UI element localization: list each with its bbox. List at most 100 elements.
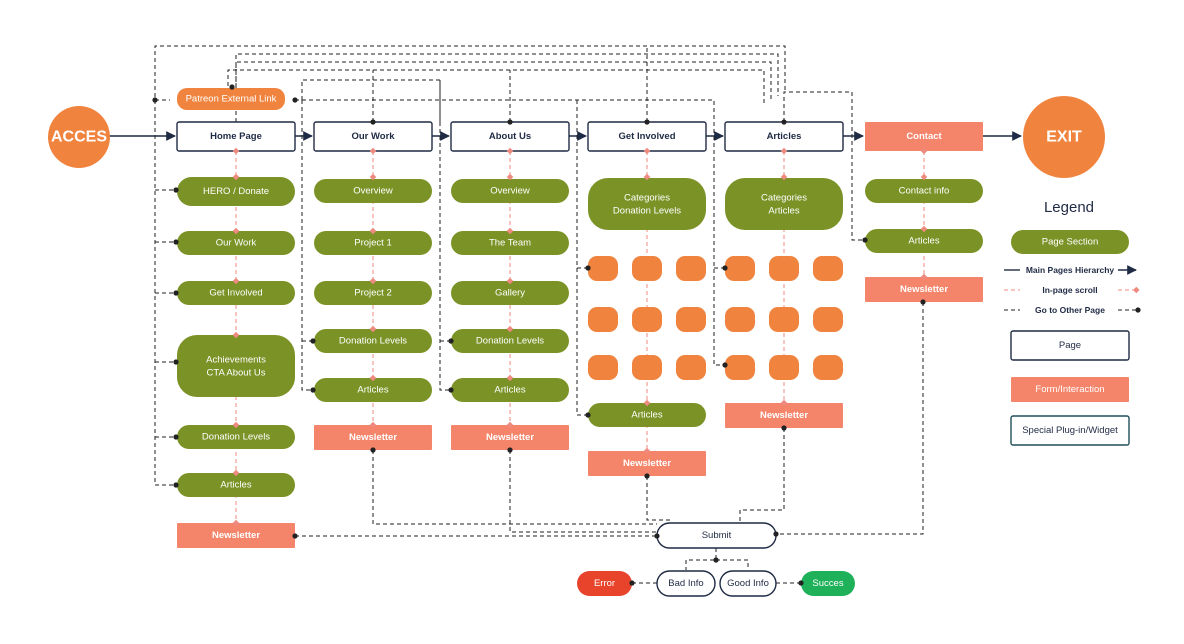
articles-news-to-submit [739, 428, 785, 522]
work-news-to-submit [372, 450, 657, 525]
scroll-diamond-x10 [369, 421, 377, 429]
articles-to-contact [783, 91, 865, 241]
contact-news-to-submit [775, 302, 924, 535]
legend-page-section: Page Section [1011, 230, 1129, 254]
contact-articles: Articles [865, 229, 983, 253]
link-dot-0 [229, 84, 235, 90]
link-dot-21 [722, 362, 728, 368]
scroll-diamond-x5 [232, 519, 240, 527]
articles-category-item-2-2 [813, 355, 843, 380]
articles-category-item-0-1 [769, 256, 799, 281]
articles-category-item-2-1 [769, 355, 799, 380]
contact-articles-label: Articles [908, 236, 939, 247]
page-articles-label: Articles [767, 131, 802, 142]
involved-news-to-submit [646, 476, 670, 521]
link-dot-23 [507, 447, 513, 453]
error-state-label: Error [594, 578, 615, 589]
work-newsletter-label: Newsletter [349, 432, 397, 443]
about-section-2-label: Gallery [495, 288, 525, 299]
error-state: Error [577, 571, 632, 596]
scroll-diamond-4-1 [780, 173, 788, 181]
home-section-4: Donation Levels [177, 425, 295, 449]
home-newsletter-label: Newsletter [212, 530, 260, 541]
involved-bracket [576, 100, 588, 416]
legend-main-hierarchy: Main Pages Hierarchy [1004, 265, 1137, 275]
about-section-3-label: Donation Levels [476, 336, 544, 347]
home-left-bracket [154, 100, 177, 486]
work-section-0: Overview [314, 179, 432, 203]
work-section-3-label: Donation Levels [339, 336, 407, 347]
about-newsletter: Newsletter [451, 425, 569, 450]
articles-category-item-1-1 [769, 307, 799, 332]
link-dot-18 [585, 265, 591, 271]
legend-main-hierarchy-label: Main Pages Hierarchy [1026, 265, 1115, 275]
link-dot-19 [585, 412, 591, 418]
scroll-diamond-x17 [643, 447, 651, 455]
articles-bracket [713, 122, 725, 366]
contact-newsletter-label: Newsletter [900, 284, 948, 295]
home-section-4-label: Donation Levels [202, 432, 270, 443]
articles-category-item-1-2 [813, 307, 843, 332]
loop-top-2 [235, 53, 779, 122]
work-section-1-label: Project 1 [354, 238, 392, 249]
page-home: Home Page [176, 121, 296, 152]
about-section-0: Overview [451, 179, 569, 203]
bad-info-widget: Bad Info [656, 570, 716, 597]
link-dot-2 [292, 97, 298, 103]
scroll-diamond-0-1 [232, 173, 240, 181]
patreon-external-link: Patreon External Link [177, 88, 285, 110]
link-dot-1 [152, 97, 158, 103]
work-bracket [301, 100, 314, 391]
articles-category-item-0-0 [725, 256, 755, 281]
articles-category-item-2-0 [725, 355, 755, 380]
page-about-us: About Us [450, 121, 570, 152]
legend-form: Form/Interaction [1011, 377, 1129, 402]
articles-newsletter-label: Newsletter [760, 410, 808, 421]
link-dot-31 [798, 580, 804, 586]
patreon-right [295, 99, 715, 122]
loop-top-3 [235, 61, 772, 100]
about-section-0-label: Overview [490, 186, 530, 197]
link-dot-15 [310, 387, 316, 393]
home-section-1-label: Our Work [216, 238, 257, 249]
legend-page: Page [1010, 330, 1130, 361]
link-dot-7 [173, 187, 179, 193]
about-section-1-label: The Team [489, 238, 531, 249]
loop-top-1 [154, 45, 786, 265]
scroll-diamond-x20 [920, 273, 928, 281]
scroll-diamond-x11 [506, 227, 514, 235]
submit-widget-label: Submit [702, 530, 732, 541]
legend-widget-label: Special Plug-in/Widget [1022, 425, 1118, 436]
link-dot-20 [722, 265, 728, 271]
work-section-4-label: Articles [357, 385, 388, 396]
home-section-2: Get Involved [177, 281, 295, 305]
involved-category-item-2-0 [588, 355, 618, 380]
bad-info-widget-label: Bad Info [668, 578, 703, 589]
work-section-2-label: Project 2 [354, 288, 392, 299]
link-dot-11 [173, 434, 179, 440]
link-dot-26 [920, 299, 926, 305]
scroll-diamond-x13 [506, 325, 514, 333]
involved-articles-label: Articles [631, 410, 662, 421]
articles-newsletter: Newsletter [725, 403, 843, 428]
involved-category-item-2-2 [676, 355, 706, 380]
about-section-4: Articles [451, 378, 569, 402]
scroll-diamond-x12 [506, 277, 514, 285]
scroll-diamond-2-0 [506, 147, 514, 155]
success-state: Succes [801, 571, 855, 596]
home-section-2-label: Get Involved [209, 288, 262, 299]
link-dot-25 [781, 425, 787, 431]
access-terminal: ACCES [48, 106, 110, 168]
patreon-external-link-label: Patreon External Link [186, 94, 277, 105]
contact-info-label: Contact info [899, 186, 950, 197]
involved-category-item-1-0 [588, 307, 618, 332]
scroll-diamond-1-1 [369, 173, 377, 181]
scroll-diamond-x6 [369, 227, 377, 235]
work-section-4: Articles [314, 378, 432, 402]
legend-other-page-label: Go to Other Page [1035, 305, 1105, 315]
about-section-4-label: Articles [494, 385, 525, 396]
